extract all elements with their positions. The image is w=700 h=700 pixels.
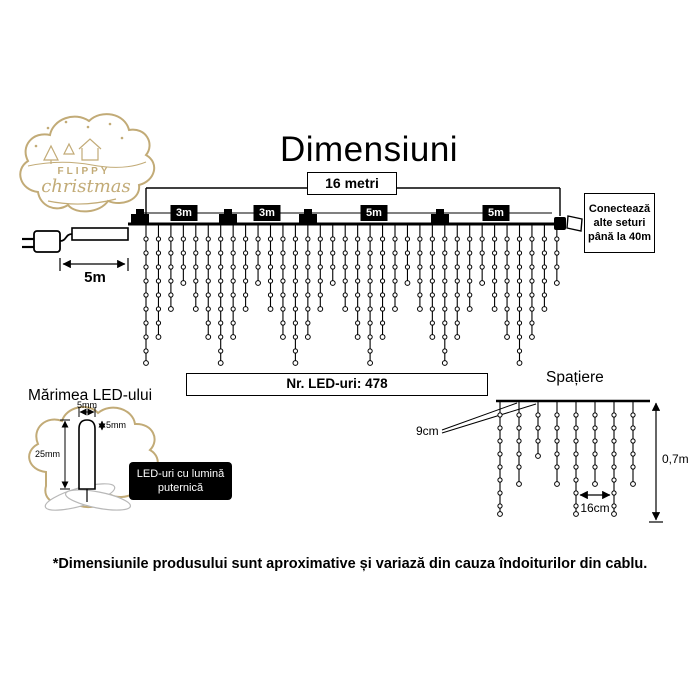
connector-note: Conectează alte seturi până la 40m: [584, 193, 655, 253]
light-drop: [429, 225, 436, 340]
light-drop: [479, 225, 486, 286]
light-drop: [516, 402, 522, 487]
light-curtain-main: [143, 225, 560, 366]
light-drop: [535, 402, 541, 459]
light-drop: [280, 225, 286, 340]
light-drop: [168, 225, 174, 312]
light-drop: [630, 402, 636, 487]
offset-pointer: [441, 403, 537, 434]
lead-dimension: [59, 258, 129, 271]
spacing-title: Spațiere: [546, 369, 604, 386]
led-count-label: Nr. LED-uri: 478: [186, 373, 488, 396]
segment-label-4: 5m: [482, 205, 510, 221]
light-drop: [367, 225, 374, 366]
led-size-figure: [28, 406, 159, 511]
light-drop: [317, 225, 324, 312]
bulb-height-label: 25mm: [34, 449, 60, 459]
light-drop: [592, 402, 598, 487]
segment-label-2: 3m: [253, 205, 281, 221]
light-drop: [329, 225, 336, 286]
lead-length-label: 5m: [84, 269, 106, 286]
light-curtain-mini: [497, 402, 636, 517]
leaf-shape: [64, 489, 132, 511]
light-drop: [392, 225, 398, 312]
light-drop: [504, 225, 510, 340]
light-drop: [553, 225, 560, 286]
brand-name: FLIPPY: [57, 166, 111, 177]
light-drop: [255, 225, 261, 286]
light-drop: [466, 225, 473, 312]
light-drop: [554, 402, 560, 487]
power-plug-icon: [22, 227, 129, 253]
light-drop: [417, 225, 423, 312]
light-drop: [404, 225, 411, 286]
light-drop: [192, 225, 199, 312]
drop-length-label: 0,7m: [662, 452, 689, 466]
light-drop: [342, 225, 349, 312]
light-drop: [304, 225, 311, 340]
light-drop: [143, 225, 149, 366]
light-drop: [491, 225, 498, 312]
page-title: Dimensiuni: [279, 130, 459, 169]
light-drop: [573, 402, 579, 517]
drop-gap-label: 16cm: [580, 501, 610, 515]
segment-label-1: 3m: [170, 205, 198, 221]
light-drop: [292, 225, 299, 366]
light-drop: [611, 402, 617, 517]
light-drop: [379, 225, 386, 340]
footnote: *Dimensiunile produsului sunt aproximati…: [52, 556, 648, 572]
drop-offset-label: 9cm: [416, 424, 439, 438]
led-dimensions: [60, 407, 106, 490]
light-drop: [230, 225, 237, 340]
total-length-label: 16 metri: [307, 172, 397, 195]
dome-height-label: 5mm: [106, 420, 126, 430]
snow-dots: [34, 120, 124, 148]
light-drop: [267, 225, 274, 312]
led-bulb-icon: [78, 419, 96, 490]
light-drop: [242, 225, 249, 312]
light-drop: [354, 225, 361, 340]
light-drop: [205, 225, 212, 340]
segment-label-3: 5m: [360, 205, 388, 221]
light-drop: [155, 225, 162, 340]
end-connector-icon: [566, 215, 583, 232]
spacing-figure: [441, 399, 663, 523]
brand-word: christmas: [41, 176, 131, 197]
light-drop: [180, 225, 187, 286]
light-drop: [454, 225, 461, 340]
bulb-width-label: 5mm: [77, 400, 97, 410]
offset-pointer: [441, 402, 518, 431]
light-drop: [441, 225, 448, 366]
brand-logo-cloud: [19, 113, 156, 213]
light-drop: [217, 225, 224, 366]
light-drop: [529, 225, 535, 340]
light-drop: [541, 225, 548, 312]
led-note: LED-uri cu lumină puternică: [129, 462, 232, 500]
led-size-title: Mărimea LED-ului: [28, 387, 153, 404]
light-drop: [497, 402, 503, 517]
light-drop: [516, 225, 523, 366]
